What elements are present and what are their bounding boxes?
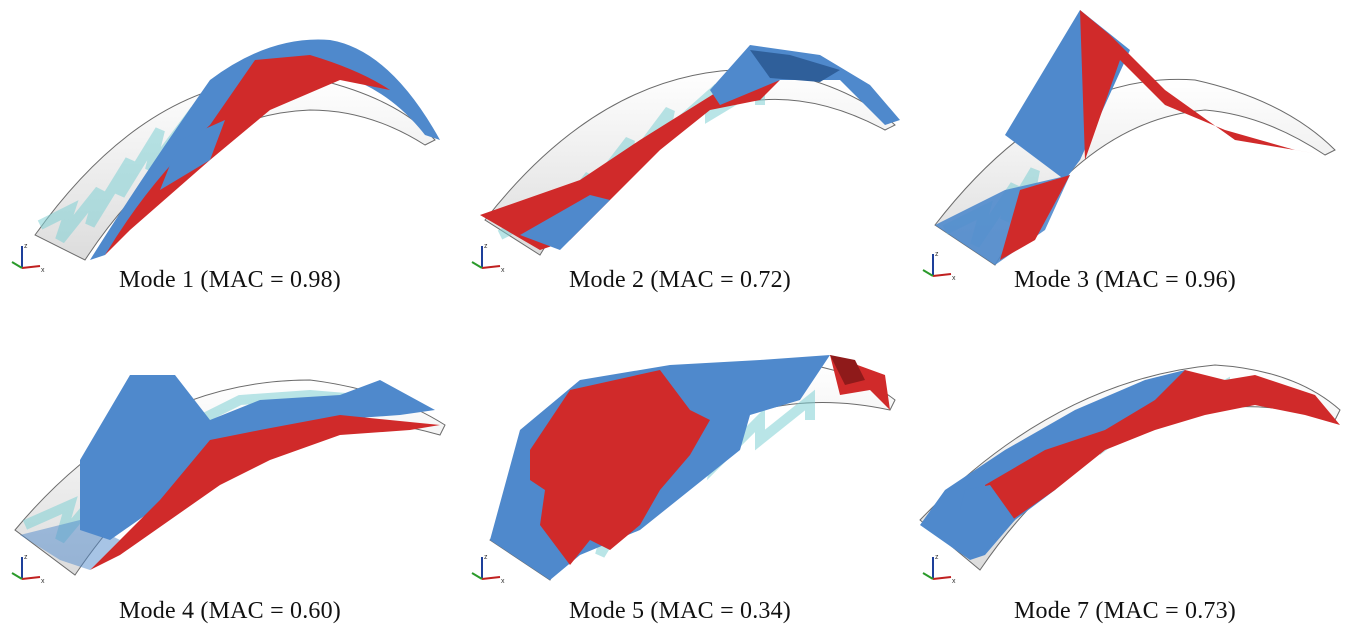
mode-2-shape: z x (471, 45, 900, 274)
axis-triad: z x (471, 554, 505, 585)
svg-text:z: z (24, 554, 28, 561)
mode-3-shape: z x (922, 10, 1336, 282)
mode-2-panel: z x Mode 2 (MAC = 0.72) (460, 10, 900, 310)
mode-7-caption: Mode 7 (MAC = 0.73) (1014, 598, 1236, 624)
mode-5-caption: Mode 5 (MAC = 0.34) (569, 598, 791, 624)
axis-triad: z x (11, 243, 45, 274)
svg-text:x: x (41, 578, 45, 585)
mode-5-panel: z x Mode 5 (MAC = 0.34) (460, 340, 900, 640)
axis-triad: z x (11, 554, 45, 585)
mode-2-caption: Mode 2 (MAC = 0.72) (569, 267, 791, 293)
axis-triad: z x (922, 251, 956, 282)
mode-7-shape: z x (919, 364, 1341, 585)
deformed-red (90, 415, 440, 570)
deformed-blue-2 (960, 485, 1015, 550)
mode-7-panel: z x Mode 7 (MAC = 0.73) (905, 340, 1345, 640)
axis-triad: z x (471, 243, 505, 274)
deformed-red (105, 55, 390, 255)
deformed-red (985, 370, 1340, 540)
svg-text:z: z (935, 251, 939, 258)
deformed-blue (710, 45, 900, 125)
deformed-blue-2 (520, 195, 610, 250)
mode-1-shape: z x (11, 39, 440, 274)
deformed-darkred (830, 355, 865, 385)
mode-3-panel: z x Mode 3 (MAC = 0.96) (905, 10, 1345, 310)
deformed-blue-2 (160, 120, 225, 190)
mode-4-shape: z x (11, 375, 446, 585)
mode-4-caption: Mode 4 (MAC = 0.60) (119, 598, 341, 624)
svg-text:z: z (935, 554, 939, 561)
mode-3-caption: Mode 3 (MAC = 0.96) (1014, 267, 1236, 293)
svg-text:x: x (952, 578, 956, 585)
axis-triad: z x (922, 554, 956, 585)
mode-1-panel: z x Mode 1 (MAC = 0.98) (10, 10, 450, 310)
deformed-red (530, 370, 710, 565)
svg-text:z: z (484, 554, 488, 561)
mode-1-caption: Mode 1 (MAC = 0.98) (119, 267, 341, 293)
svg-text:x: x (41, 267, 45, 274)
deformed-red-2 (1000, 175, 1070, 260)
mode-5-shape: z x (471, 355, 896, 585)
deformed-darkblue (750, 50, 840, 82)
svg-text:z: z (484, 243, 488, 250)
mode-4-panel: z x Mode 4 (MAC = 0.60) (10, 340, 450, 640)
svg-text:x: x (501, 267, 505, 274)
deformed-blue-2 (20, 520, 120, 570)
svg-text:x: x (952, 275, 956, 282)
svg-text:x: x (501, 578, 505, 585)
deformed-red (480, 80, 780, 250)
svg-text:z: z (24, 243, 28, 250)
